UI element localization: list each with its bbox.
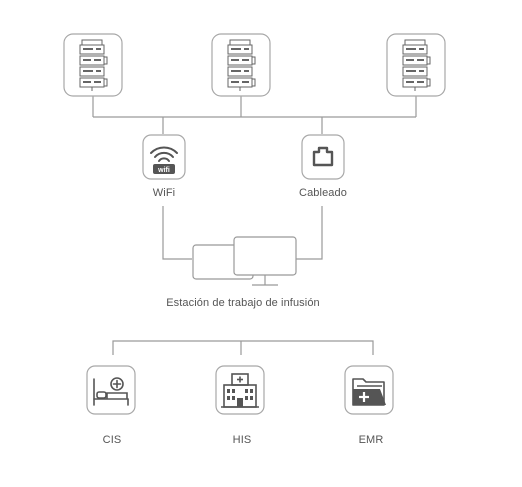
ethernet-port-icon [301, 134, 345, 180]
hospital-building-icon [215, 365, 265, 415]
infusion-workstation [190, 236, 300, 296]
infusion-pump-rack-icon [386, 33, 446, 97]
infusion-pump-rack-icon [63, 33, 123, 97]
cis-system-node [86, 365, 136, 420]
his-system-node [215, 365, 265, 420]
monitor-icon [192, 236, 297, 286]
workstation-label: Estación de trabajo de infusión [166, 297, 320, 309]
cis-label: CIS [102, 434, 122, 446]
emr-label: EMR [358, 434, 384, 446]
infusion-pump-rack-3 [386, 33, 446, 102]
wifi-connection-node: wifi [142, 134, 186, 185]
svg-text:wifi: wifi [157, 167, 170, 174]
wired-connection-node [301, 134, 345, 185]
his-label: HIS [232, 434, 252, 446]
infusion-pump-rack-1 [63, 33, 123, 102]
emr-system-node [344, 365, 394, 420]
medical-record-folder-icon [344, 365, 394, 415]
infusion-pump-rack-icon [211, 33, 271, 97]
infusion-pump-rack-2 [211, 33, 271, 102]
wired-label: Cableado [299, 187, 347, 199]
wifi-label: WiFi [152, 187, 176, 199]
hospital-bed-icon [86, 365, 136, 415]
wifi-icon: wifi [142, 134, 186, 180]
